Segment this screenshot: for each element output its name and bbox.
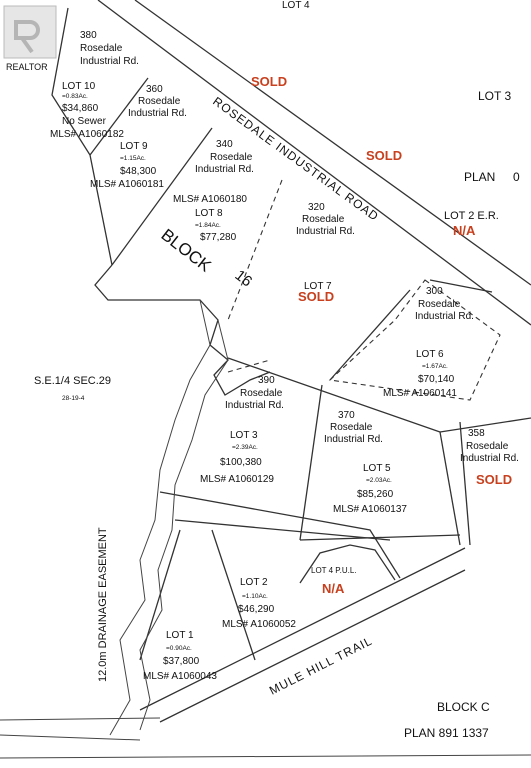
lot8-addr1: 340: [216, 139, 233, 150]
lot6-addr2: Rosedale: [418, 299, 461, 310]
lot2-mls: MLS# A1060052: [222, 619, 296, 630]
lot10-addr3: Industrial Rd.: [80, 56, 139, 67]
sold-label-2: SOLD: [366, 148, 402, 163]
plan-891-label: PLAN 891 1337: [404, 726, 489, 740]
lot3-price: $100,380: [220, 457, 262, 468]
lot10-mls: MLS# A1060182: [50, 129, 124, 140]
lot3-addr3: Industrial Rd.: [225, 400, 284, 411]
lot-9: 360 Rosedale Industrial Rd. LOT 9 =1.15A…: [90, 84, 187, 190]
lot9-area: =1.15Ac.: [120, 155, 146, 162]
top-edge-label: LOT 4: [282, 0, 310, 11]
lot8-area: =1.84Ac.: [195, 222, 221, 229]
sold-label-3: SOLD: [476, 472, 512, 487]
lot3-area: =2.39Ac.: [232, 444, 258, 451]
lot7-addr1: 320: [308, 202, 325, 213]
lot10-addr2: Rosedale: [80, 43, 123, 54]
lot8-name: LOT 8: [195, 208, 223, 219]
section-label: S.E.1/4 SEC.29: [34, 375, 111, 387]
lot1-name: LOT 1: [166, 630, 194, 641]
lot5-addr3: Industrial Rd.: [324, 434, 383, 445]
lot7-addr3: Industrial Rd.: [296, 226, 355, 237]
lot6-price: $70,140: [418, 374, 455, 385]
mule-hill-trail-label: MULE HILL TRAIL: [267, 634, 375, 698]
lot10-area: =0.83Ac.: [62, 93, 88, 100]
lot5-area: =2.03Ac.: [366, 477, 392, 484]
block-c-label: BLOCK C: [437, 700, 490, 714]
lot4-name: LOT 4 P.U.L.: [311, 566, 357, 575]
lot3-mls: MLS# A1060129: [200, 474, 274, 485]
lot358-addr3: Industrial Rd.: [460, 453, 519, 464]
plan-suffix: 0: [513, 170, 520, 184]
lot9-addr2: Rosedale: [138, 96, 181, 107]
realtor-watermark: REALTOR: [3, 5, 57, 72]
lot2-area: =1.10Ac.: [242, 593, 268, 600]
lot5-name: LOT 5: [363, 463, 391, 474]
lot9-price: $48,300: [120, 166, 157, 177]
sold-label-1: SOLD: [251, 74, 287, 89]
lot8-mls: MLS# A1060180: [173, 194, 247, 205]
lot2er-label: LOT 2 E.R.: [444, 210, 499, 222]
lot8-addr3: Industrial Rd.: [195, 164, 254, 175]
lot7-name: LOT 7: [304, 281, 332, 292]
lot3-addr1: 390: [258, 375, 275, 386]
lot6-addr3: Industrial Rd.: [415, 311, 474, 322]
drainage-easement-label: 12.0m DRAINAGE EASEMENT: [97, 527, 109, 682]
lot3-name: LOT 3: [230, 430, 258, 441]
watermark-brand: REALTOR: [6, 62, 48, 72]
lot-3: 390 Rosedale Industrial Rd. LOT 3 =2.39A…: [200, 375, 284, 485]
lot5-price: $85,260: [357, 489, 394, 500]
lot6-addr1: 300: [426, 286, 443, 297]
lot-10: 380 Rosedale Industrial Rd. LOT 10 =0.83…: [50, 30, 139, 140]
lot2-price: $46,290: [238, 604, 275, 615]
lot5-mls: MLS# A1060137: [333, 504, 407, 515]
lot7-status: SOLD: [298, 289, 334, 304]
lot8-addr2: Rosedale: [210, 152, 253, 163]
lot4-status: N/A: [322, 581, 345, 596]
lot10-note: No Sewer: [62, 116, 107, 127]
lot358-addr1: 358: [468, 428, 485, 439]
lot8-price: $77,280: [200, 232, 237, 243]
lot9-addr1: 360: [146, 84, 163, 95]
lot6-name: LOT 6: [416, 349, 444, 360]
lot358-addr2: Rosedale: [466, 441, 509, 452]
lot6-mls: MLS# A1060141: [383, 388, 457, 399]
lot3-right-label: LOT 3: [478, 89, 511, 103]
lot9-addr3: Industrial Rd.: [128, 108, 187, 119]
lot5-addr1: 370: [338, 410, 355, 421]
lot-8: 340 Rosedale Industrial Rd. MLS# A106018…: [173, 139, 254, 243]
lot-4-pul: LOT 4 P.U.L. N/A: [311, 566, 357, 596]
lot10-price: $34,860: [62, 103, 99, 114]
lot3-addr2: Rosedale: [240, 388, 283, 399]
lot1-price: $37,800: [163, 656, 200, 667]
lot-5: 370 Rosedale Industrial Rd. LOT 5 =2.03A…: [324, 410, 407, 515]
lot10-addr1: 380: [80, 30, 97, 41]
lot-2: LOT 2 =1.10Ac. $46,290 MLS# A1060052: [222, 577, 296, 630]
lot7-addr2: Rosedale: [302, 214, 345, 225]
lot-1: LOT 1 =0.90Ac. $37,800 MLS# A1060043: [143, 630, 217, 682]
lot6-area: =1.67Ac.: [422, 363, 448, 370]
lot2-name: LOT 2: [240, 577, 268, 588]
lot1-mls: MLS# A1060043: [143, 671, 217, 682]
lot10-name: LOT 10: [62, 81, 96, 92]
lot1-area: =0.90Ac.: [166, 645, 192, 652]
section-code: 28-19-4: [62, 395, 85, 402]
lot2er-status: N/A: [453, 223, 476, 238]
block-number: 16: [232, 267, 256, 291]
lot-7: 320 Rosedale Industrial Rd. LOT 7 SOLD: [296, 202, 355, 304]
lot-6: 300 Rosedale Industrial Rd. LOT 6 =1.67A…: [383, 286, 474, 399]
lot-358: 358 Rosedale Industrial Rd.: [460, 428, 519, 464]
lot9-mls: MLS# A1060181: [90, 179, 164, 190]
lot5-addr2: Rosedale: [330, 422, 373, 433]
plan-label: PLAN: [464, 170, 495, 184]
lot9-name: LOT 9: [120, 141, 148, 152]
